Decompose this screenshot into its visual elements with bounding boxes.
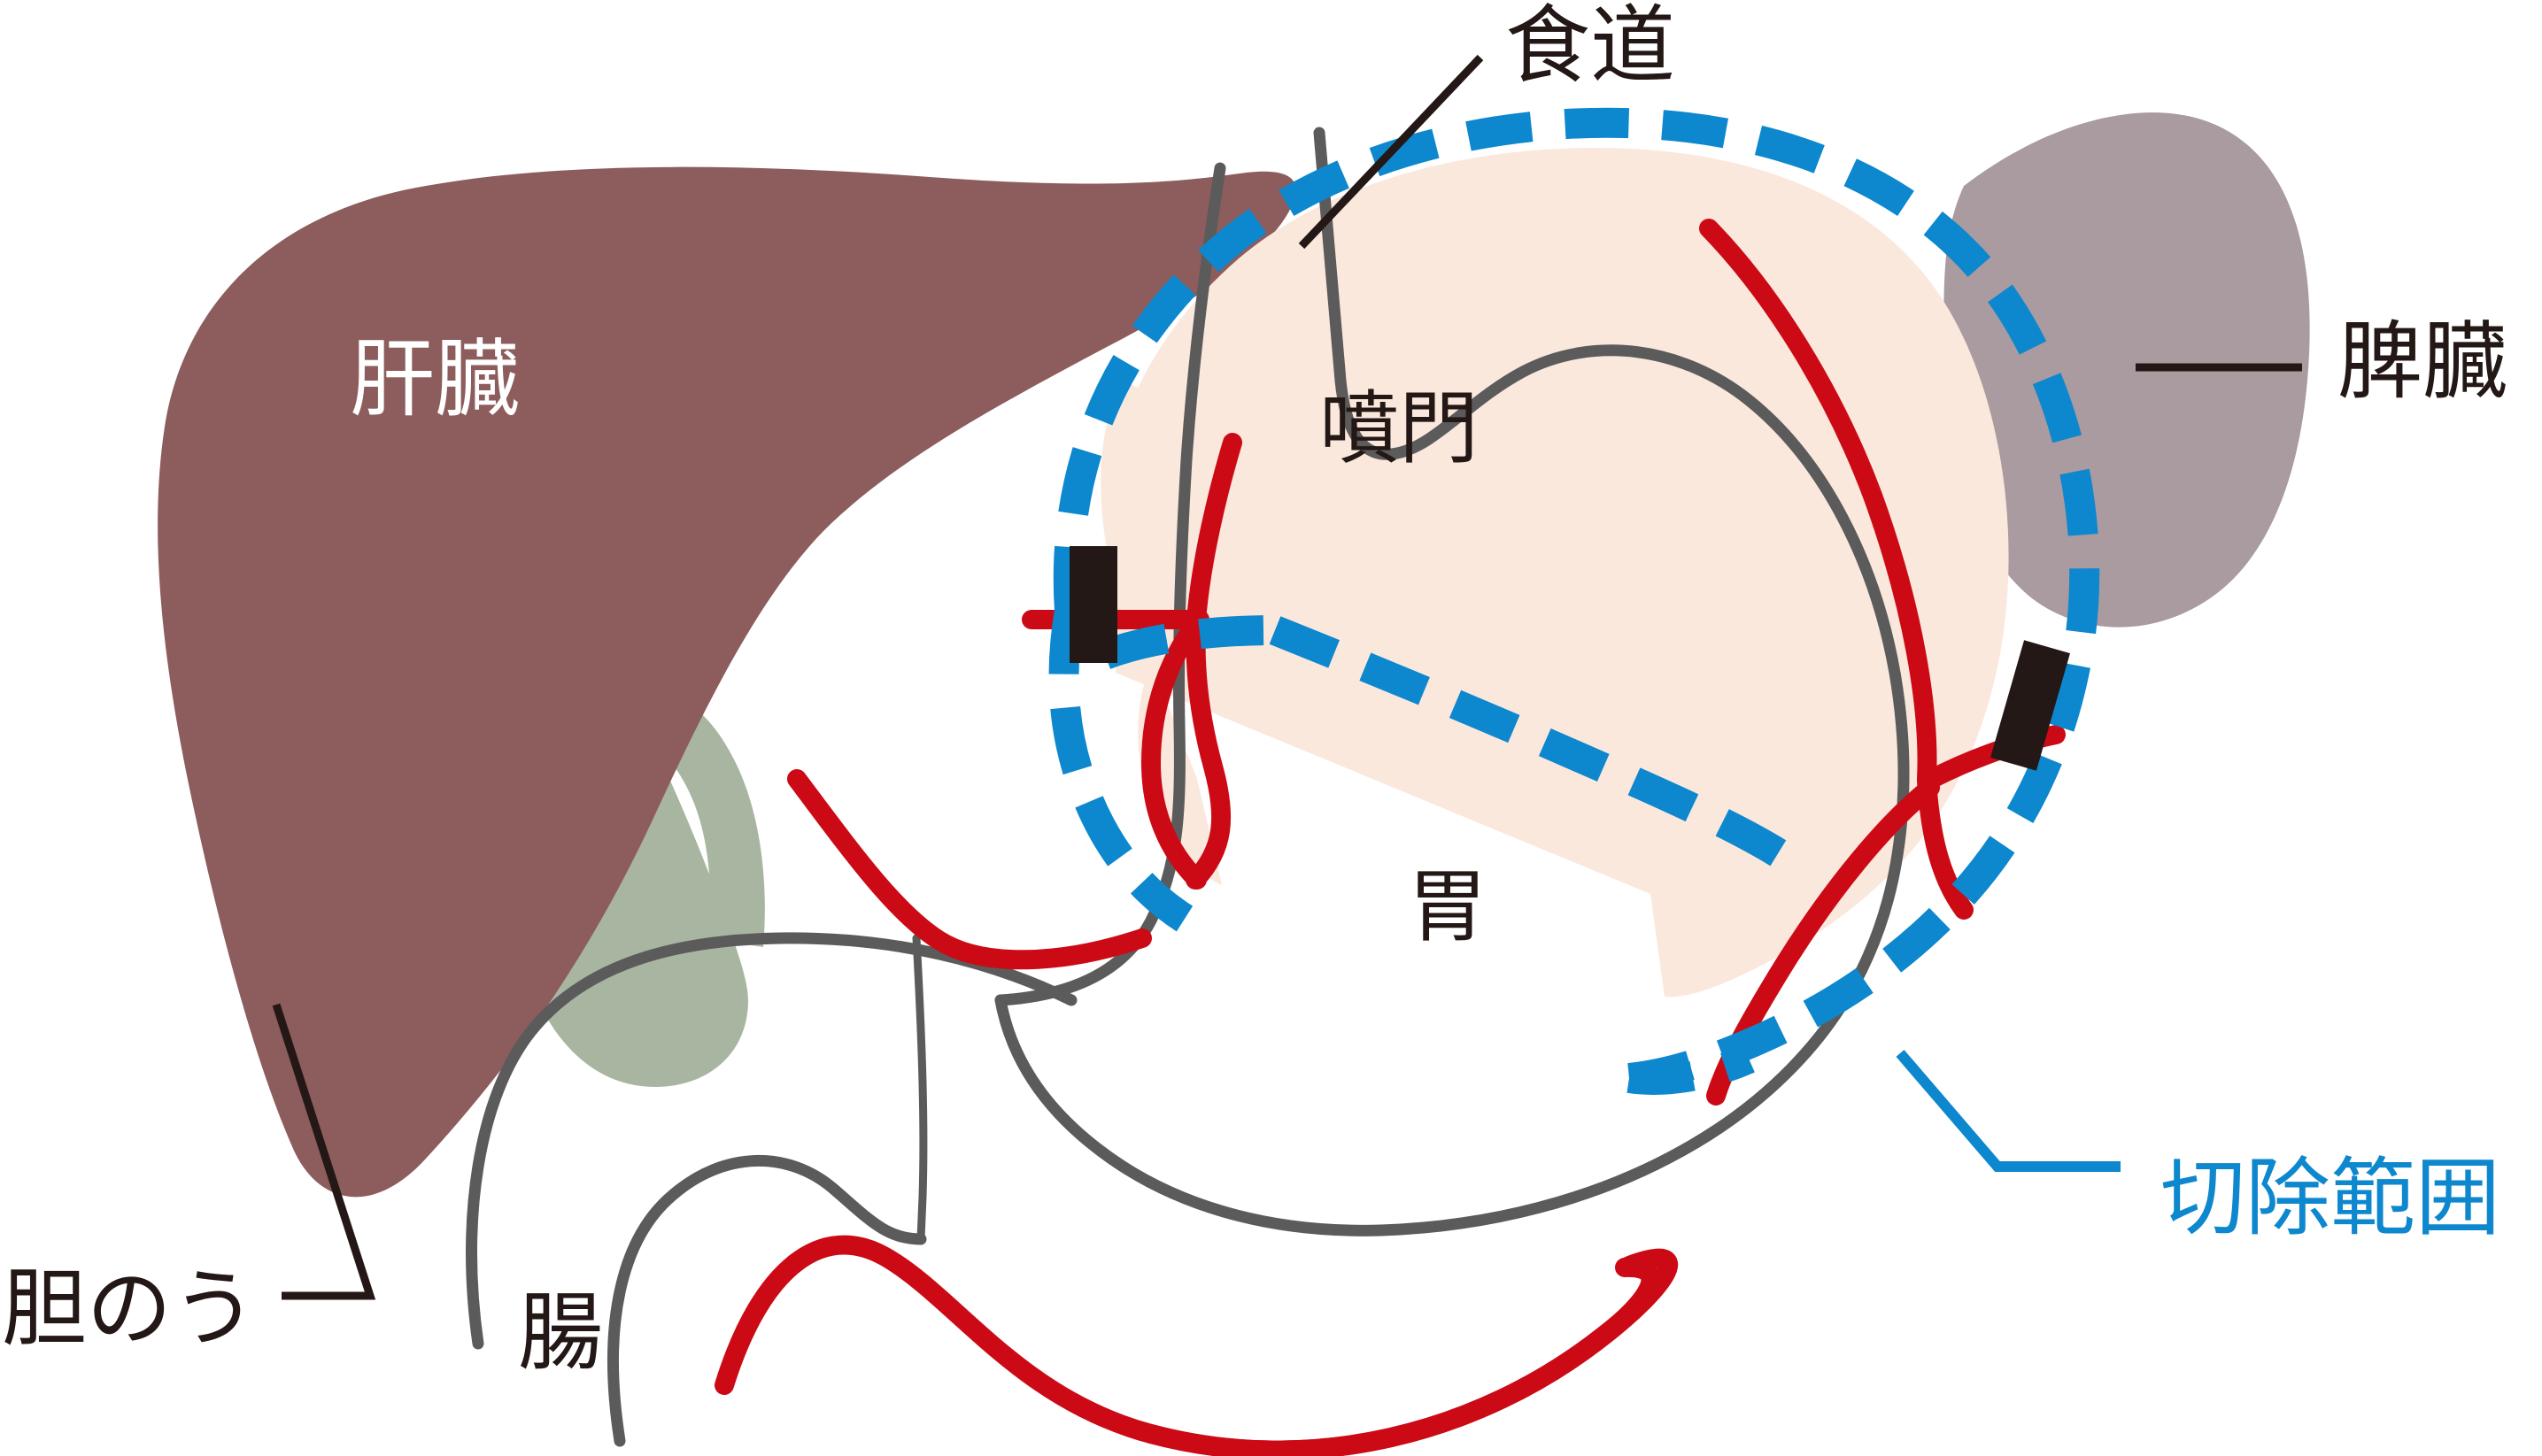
- label-esophagus: 食道: [1505, 0, 1675, 95]
- label-intestine: 腸: [518, 1283, 603, 1382]
- label-liver: 肝臓: [350, 329, 520, 428]
- label-gallbladder: 胆のう: [2, 1259, 257, 1358]
- ligation-marker-right: [1990, 640, 2070, 771]
- resection-line: [1048, 107, 2100, 1095]
- ligation-marker-left: [1070, 546, 1117, 663]
- leader-resection-range: [1896, 1050, 2121, 1172]
- label-spleen: 脾臓: [2337, 312, 2507, 411]
- leader-gallbladder: [272, 1003, 376, 1300]
- leader-esophagus: [1298, 54, 1484, 250]
- ligation-markers: [1070, 546, 2070, 771]
- label-stomach: 胃: [1408, 860, 1487, 953]
- label-resection-range: 切除範囲: [2160, 1148, 2500, 1247]
- intestine-outline: [466, 932, 1078, 1447]
- liver-shape: [158, 166, 1296, 1198]
- label-cardia: 噴門: [1319, 382, 1479, 475]
- leader-lines: [272, 54, 2302, 1300]
- spleen-shape: [1943, 112, 2310, 628]
- diagram-labels: 食道 肝臓 脾臓 噴門 胃 胆のう 腸 切除範囲: [2, 0, 2507, 1382]
